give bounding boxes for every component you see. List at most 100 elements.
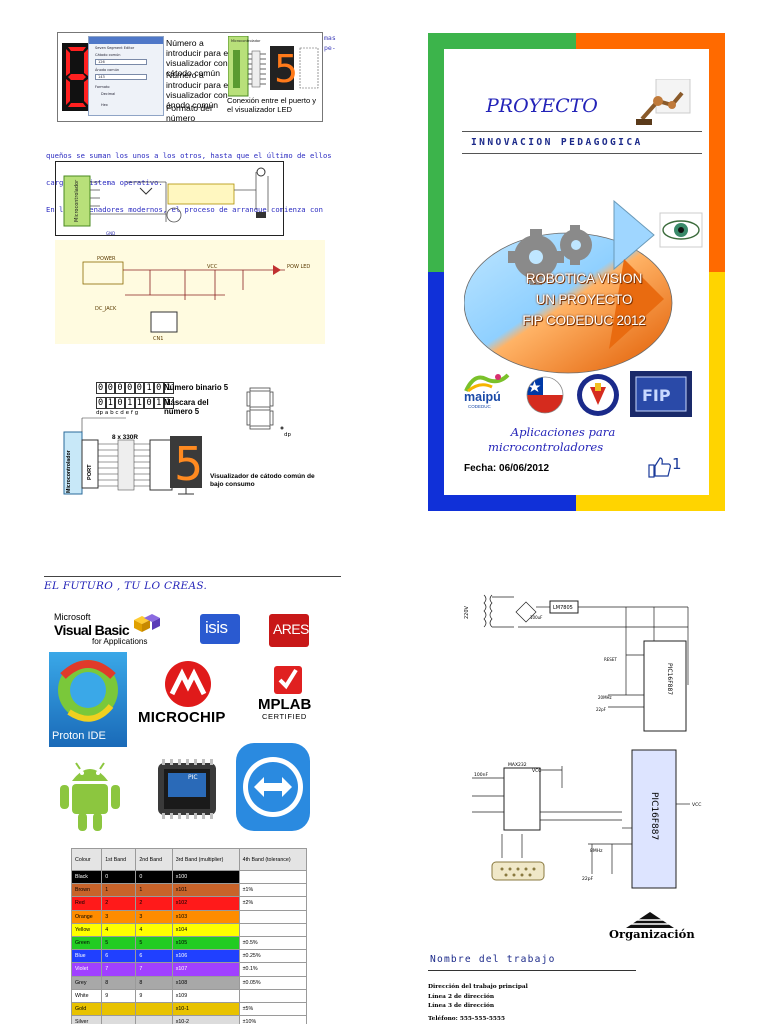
dialog-value: 143 [98, 75, 105, 79]
value-cell: x101 [171, 883, 240, 898]
like-count: 1 [672, 455, 682, 473]
work-name: Nombre del trabajo [430, 954, 556, 965]
display-caption: Visualizador de cátodo común de bajo con… [210, 473, 315, 488]
teamviewer-icon [236, 743, 310, 831]
chile-flag-icon [526, 376, 564, 414]
value-cell: 6 [101, 949, 137, 964]
vb-cubes-icon [134, 614, 160, 632]
cap-label: 100uF [530, 615, 543, 620]
jack-label: DC_JACK [95, 306, 117, 312]
editor-dialog: Seven Segment Editor Cátodo común 126 Án… [88, 36, 164, 116]
port-label: PORT [87, 464, 93, 480]
seven-segment-schematic: 5 [63, 417, 203, 495]
headline-line: FIP CODEDUC 2012 [522, 313, 646, 328]
svg-text:FIP: FIP [642, 386, 671, 405]
colour-cell: Violet [70, 962, 103, 977]
dialog-radio-label: Decimal [101, 92, 116, 96]
value-cell [135, 1015, 173, 1024]
regulator-label: LM7805 [553, 605, 573, 611]
column-header: 2nd Band [135, 848, 173, 871]
value-cell: ±0.05% [238, 975, 308, 990]
value-cell [101, 1001, 137, 1017]
cap-label: 22pF [596, 707, 607, 712]
value-cell: x107 [171, 962, 240, 977]
mcu-label: Microcontrolador [66, 450, 72, 493]
seven-segment-digit-icon [62, 43, 92, 111]
value-cell: 8 [135, 975, 173, 990]
value-cell: x105 [171, 935, 240, 951]
proton-ring-icon [58, 660, 118, 722]
isis-text: isis [205, 618, 228, 637]
cover-date: Fecha: 06/06/2012 [464, 463, 550, 474]
value-cell [238, 909, 308, 924]
dialog-title: Seven Segment Editor [95, 46, 135, 50]
colour-cell: Blue [70, 949, 103, 964]
vcc-label: VCC [207, 264, 218, 270]
cap-label: 22pF [582, 876, 594, 882]
mask-label: Máscara del número 5 [164, 398, 209, 416]
vcc-label: VCC [532, 768, 541, 774]
segment-outline-icon [246, 387, 284, 430]
caption-formato: Formato del número [166, 103, 212, 122]
mplab-sub-text: CERTIFIED [262, 712, 307, 721]
value-cell: ±1% [238, 883, 308, 898]
value-cell [238, 869, 308, 885]
svg-text:PIC: PIC [188, 774, 198, 781]
gears-vision-graphic [464, 199, 703, 374]
side-text: mas [324, 34, 336, 42]
address-block: Dirección del trabajo principal Línea 2 … [428, 983, 528, 1012]
dialog-field-label: Cátodo común [95, 53, 121, 57]
isis-logo: isis [200, 614, 240, 644]
caption-catodo: Número a introducir para el visualizador… [166, 38, 231, 78]
vb-sub-text: for Applications [92, 637, 148, 646]
column-header: Colour [70, 848, 103, 871]
caption-conexion: Conexión entre el puerto y el visualizad… [227, 96, 317, 114]
colour-cell: Brown [70, 883, 103, 898]
led-label: POW LED [287, 264, 310, 270]
max232-label: MAX232 [508, 762, 527, 768]
value-cell: 1 [135, 883, 173, 898]
colour-cell: White [70, 988, 103, 1003]
value-cell: ±0.5% [238, 935, 308, 951]
value-cell [238, 922, 308, 937]
maipu-logo: maipú CODEDUC [458, 371, 514, 411]
value-cell: 5 [135, 935, 173, 951]
fip-badge-icon: FIP [630, 371, 692, 417]
colour-cell: Red [70, 896, 103, 911]
cover-inner: PROYECTO INNOVACION PEDAGOGICA [444, 49, 709, 495]
phone-line: Teléfono: 555-555-5555 [428, 1016, 505, 1022]
svg-text:GND: GND [106, 231, 115, 236]
robot-arm-icon [636, 79, 691, 125]
body-text: queños se suman los unos a los otros, ha… [46, 133, 332, 223]
address-line: Línea 2 de dirección [428, 993, 495, 1000]
dialog-field-label: Ánodo común [95, 68, 120, 72]
pic-board-icon: PIC [158, 759, 216, 819]
apps-caption: Aplicaciones para microcontroladores [488, 425, 638, 455]
value-cell: x109 [171, 988, 240, 1003]
address-line: Línea 3 de dirección [428, 1003, 495, 1009]
cap-label: 100nF [474, 772, 488, 778]
colour-cell: Yellow [70, 922, 103, 937]
apps-line: Aplicaciones para [510, 425, 616, 439]
codeduc-text: CODEDUC [468, 404, 491, 409]
cn-label: CN1 [153, 336, 163, 342]
value-cell: x103 [171, 909, 240, 924]
value-cell: ±0.1% [238, 962, 308, 977]
dialog-field-label: Formato [95, 85, 110, 89]
mplab-logo: MPLAB CERTIFIED [256, 664, 326, 724]
vb-title-text: Visual Basic [54, 622, 130, 638]
value-cell: ±2% [238, 896, 308, 911]
resistors-label: 8 x 330R [112, 434, 138, 441]
value-cell: 7 [135, 962, 173, 977]
reset-label: RESET [604, 657, 617, 662]
like-thumb-icon[interactable] [648, 456, 672, 478]
